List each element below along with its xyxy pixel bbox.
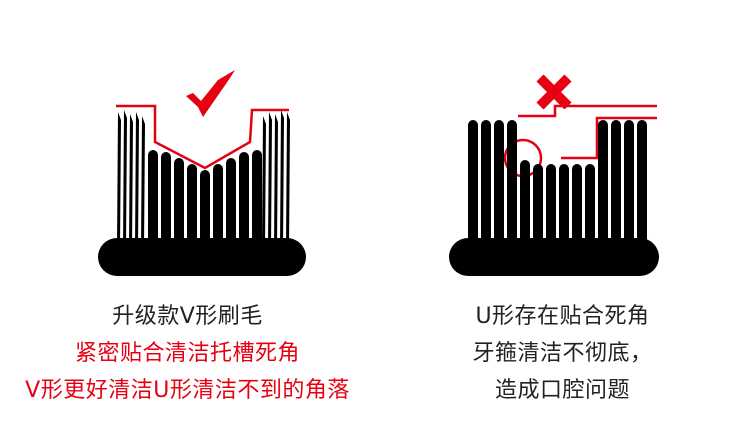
- u-profile-top-outline: [518, 104, 657, 118]
- inner-bristles: [148, 150, 262, 250]
- brush-head: [98, 238, 306, 276]
- u-shape-panel: U形存在贴合死角 牙箍清洁不彻底， 造成口腔问题: [375, 0, 750, 429]
- right-caption-line2: 牙箍清洁不彻底，: [472, 341, 653, 366]
- v-shape-panel: 升级款V形刷毛 紧密贴合清洁托槽死角 V形更好清洁U形清洁不到的角落: [25, 70, 350, 403]
- outer-bristles-left: [117, 110, 145, 248]
- right-caption-line1: U形存在贴合死角: [475, 304, 650, 329]
- check-mark-icon: [186, 70, 235, 117]
- u-profile-step-outline: [561, 116, 657, 160]
- tall-bristles-right: [598, 120, 647, 250]
- u-shape-brush-illustration: [449, 74, 659, 276]
- left-caption-line1: 升级款V形刷毛: [112, 304, 263, 329]
- v-profile-outline: [116, 104, 289, 170]
- short-bristles-middle: [520, 160, 595, 250]
- brush-head: [449, 238, 659, 276]
- left-caption-line3: V形更好清洁U形清洁不到的角落: [25, 378, 350, 403]
- outer-bristles-right: [262, 110, 290, 248]
- left-caption-line2: 紧密贴合清洁托槽死角: [74, 341, 300, 366]
- x-mark-icon: [536, 74, 572, 110]
- tall-bristles-left: [468, 120, 517, 250]
- v-shape-brush-illustration: [98, 70, 306, 276]
- right-caption-line3: 造成口腔问题: [494, 378, 630, 403]
